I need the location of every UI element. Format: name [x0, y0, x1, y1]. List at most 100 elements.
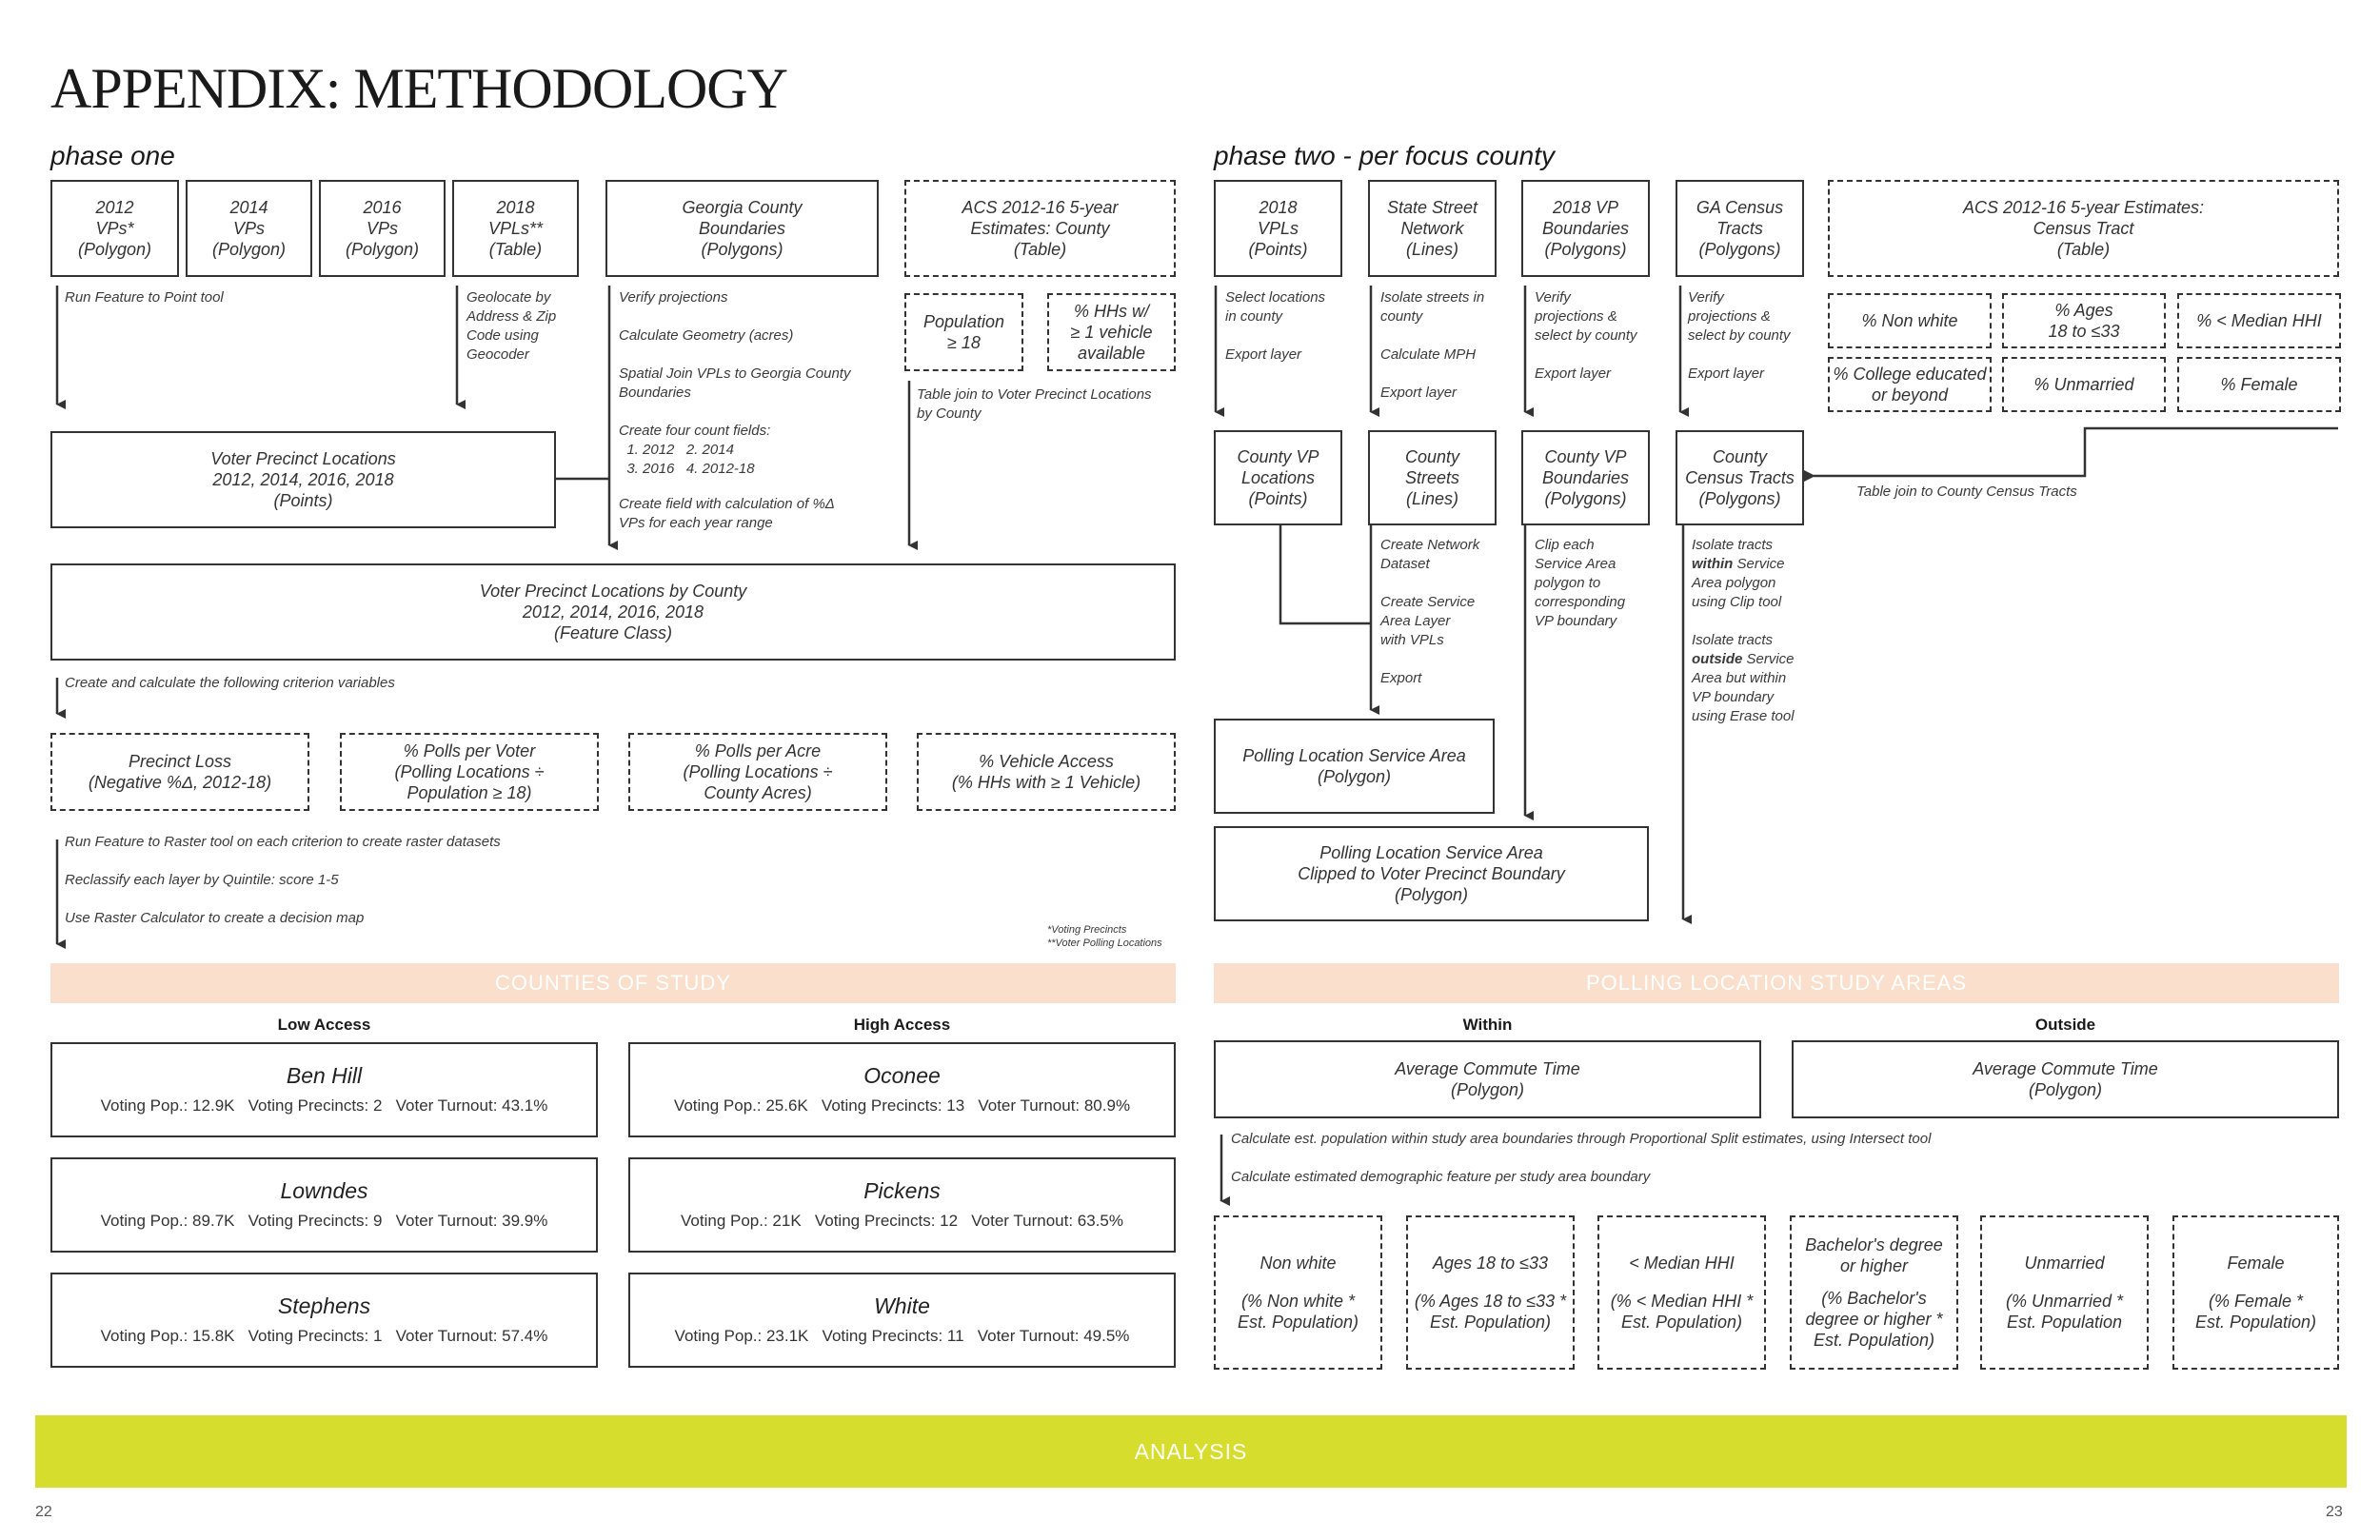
county-card-stephens: Stephens Voting Pop.: 15.8K Voting Preci… — [50, 1273, 598, 1368]
note-isolate-streets: Isolate streets in county Calculate MPH … — [1380, 289, 1485, 401]
note-table-join-tracts: Table join to County Census Tracts — [1856, 484, 2077, 500]
county-card-oconee: Oconee Voting Pop.: 25.6K Voting Precinc… — [628, 1042, 1176, 1137]
page-number-right: 23 — [2326, 1504, 2343, 1520]
source-street-network: State Street Network (Lines) — [1368, 180, 1497, 277]
within-commute-time: Average Commute Time (Polygon) — [1214, 1040, 1761, 1118]
county-card-white: White Voting Pop.: 23.1K Voting Precinct… — [628, 1273, 1176, 1368]
county-stats: Voting Pop.: 12.9K Voting Precincts: 2 V… — [100, 1096, 548, 1115]
demographic-median-hhi: < Median HHI (% < Median HHI * Est. Popu… — [1597, 1215, 1766, 1370]
note-geocode: Geolocate by Address & Zip Code using Ge… — [466, 289, 557, 363]
county-census-tracts: County Census Tracts (Polygons) — [1676, 430, 1804, 525]
demographic-formula: (% Non white * Est. Population) — [1237, 1292, 1359, 1332]
source-vps-2012: 2012 VPs* (Polygon) — [50, 180, 179, 277]
county-name: Ben Hill — [286, 1063, 363, 1088]
county-vp-locations: County VP Locations (Points) — [1214, 430, 1342, 525]
note-select-locations: Select locations in county Export layer — [1225, 289, 1326, 363]
source-vpls-2018: 2018 VPLs** (Table) — [452, 180, 579, 277]
phase-two-label: phase two - per focus county — [1214, 141, 1555, 170]
note-proportional-split: Calculate est. population within study a… — [1231, 1131, 1932, 1147]
source-acs-tract: ACS 2012-16 5-year Estimates: Census Tra… — [1828, 180, 2339, 277]
label-outside: Outside — [2034, 1016, 2096, 1034]
note-verify-vp: Verify projections & select by county Ex… — [1535, 289, 1637, 382]
county-stats: Voting Pop.: 25.6K Voting Precincts: 13 … — [673, 1096, 1131, 1115]
note-feature-to-point: Run Feature to Point tool — [65, 289, 224, 306]
line-vpl-to-network — [1279, 525, 1371, 625]
footnote-polling-locations: **Voter Polling Locations — [1047, 938, 1162, 949]
source-georgia-county: Georgia County Boundaries (Polygons) — [605, 180, 879, 277]
note-raster-calculator: Use Raster Calculator to create a decisi… — [65, 910, 365, 926]
demographic-non-white: Non white (% Non white * Est. Population… — [1214, 1215, 1382, 1370]
acs-tract-female: % Female — [2177, 357, 2341, 412]
source-vpls-2018-points: 2018 VPLs (Points) — [1214, 180, 1342, 277]
note-feature-to-raster: Run Feature to Raster tool on each crite… — [65, 834, 501, 850]
note-spatial-join: Spatial Join VPLs to Georgia County Boun… — [619, 365, 851, 401]
footnote-voting-precincts: *Voting Precincts — [1047, 924, 1127, 936]
note-demographic-feature: Calculate estimated demographic feature … — [1231, 1169, 1651, 1185]
county-name: Lowndes — [280, 1178, 368, 1203]
service-area: Polling Location Service Area (Polygon) — [1214, 719, 1495, 814]
label-low-access: Low Access — [277, 1016, 371, 1034]
demographic-unmarried: Unmarried (% Unmarried * Est. Population — [1980, 1215, 2149, 1370]
criterion-polls-per-voter: % Polls per Voter (Polling Locations ÷ P… — [340, 733, 599, 811]
band-study-areas: POLLING LOCATION STUDY AREAS — [1214, 963, 2339, 1003]
county-stats: Voting Pop.: 23.1K Voting Precincts: 11 … — [674, 1327, 1130, 1345]
acs-tract-college: % College educated or beyond — [1828, 357, 1992, 412]
demographic-name: Ages 18 to ≤33 — [1433, 1254, 1548, 1273]
note-table-join: Table join to Voter Precinct Locations b… — [917, 386, 1152, 422]
title-plain: APPENDIX: — [50, 57, 341, 120]
county-stats: Voting Pop.: 89.7K Voting Precincts: 9 V… — [100, 1212, 548, 1230]
source-census-tracts: GA Census Tracts (Polygons) — [1676, 180, 1804, 277]
page-title: APPENDIX: METHODOLOGY — [50, 55, 789, 122]
phase-one-label: phase one — [50, 141, 175, 170]
note-reclassify: Reclassify each layer by Quintile: score… — [65, 872, 339, 888]
county-name: Pickens — [863, 1178, 941, 1203]
note-network-dataset: Create Network Dataset Create Service Ar… — [1380, 537, 1480, 686]
note-criterion: Create and calculate the following crite… — [65, 675, 395, 691]
demographic-name: < Median HHI — [1629, 1254, 1735, 1273]
county-stats: Voting Pop.: 15.8K Voting Precincts: 1 V… — [100, 1327, 548, 1345]
acs-var-population: Population ≥ 18 — [904, 293, 1023, 371]
note-calc-geometry: Calculate Geometry (acres) — [619, 327, 794, 344]
demographic-ages: Ages 18 to ≤33 (% Ages 18 to ≤33 * Est. … — [1406, 1215, 1575, 1370]
acs-tract-unmarried: % Unmarried — [2002, 357, 2166, 412]
service-area-clipped: Polling Location Service Area Clipped to… — [1214, 826, 1649, 921]
source-acs-county: ACS 2012-16 5-year Estimates: County (Ta… — [904, 180, 1176, 277]
demographic-female: Female (% Female * Est. Population) — [2172, 1215, 2339, 1370]
demographic-formula: (% < Median HHI * Est. Population) — [1610, 1292, 1754, 1332]
note-verify-tracts: Verify projections & select by county Ex… — [1688, 289, 1791, 382]
title-highlight: METHODOLOGY — [353, 57, 789, 120]
note-clip-service: Clip each Service Area polygon to corres… — [1535, 537, 1626, 629]
demographic-bachelors: Bachelor's degree or higher (% Bachelor'… — [1790, 1215, 1958, 1370]
note-verify-projections: Verify projections — [619, 289, 728, 306]
source-vp-boundaries: 2018 VP Boundaries (Polygons) — [1521, 180, 1650, 277]
acs-tract-ages: % Ages 18 to ≤33 — [2002, 293, 2166, 348]
county-vp-boundaries: County VP Boundaries (Polygons) — [1521, 430, 1650, 525]
county-name: White — [874, 1293, 930, 1318]
demographic-formula: (% Female * Est. Population) — [2194, 1292, 2317, 1332]
acs-tract-median-hhi: % < Median HHI — [2177, 293, 2341, 348]
demographic-formula: (% Bachelor's degree or higher * Est. Po… — [1805, 1289, 1943, 1350]
label-high-access: High Access — [853, 1016, 951, 1034]
acs-var-vehicle: % HHs w/ ≥ 1 vehicle available — [1047, 293, 1176, 371]
voter-precinct-locations-by-county: Voter Precinct Locations by County 2012,… — [50, 563, 1176, 661]
demographic-formula: (% Ages 18 to ≤33 * Est. Population) — [1414, 1292, 1567, 1332]
note-count-fields: Create four count fields: 1. 2012 2. 201… — [619, 423, 771, 477]
band-counties-of-study: COUNTIES OF STUDY — [50, 963, 1176, 1003]
demographic-name: Non white — [1259, 1254, 1337, 1273]
county-name: Oconee — [863, 1063, 941, 1088]
demographic-name: Bachelor's degree or higher — [1805, 1235, 1943, 1275]
source-vps-2014: 2014 VPs (Polygon) — [186, 180, 312, 277]
county-name: Stephens — [277, 1293, 371, 1318]
acs-tract-non-white: % Non white — [1828, 293, 1992, 348]
county-card-pickens: Pickens Voting Pop.: 21K Voting Precinct… — [628, 1157, 1176, 1253]
criterion-precinct-loss: Precinct Loss (Negative %Δ, 2012-18) — [50, 733, 309, 811]
demographic-name: Female — [2227, 1254, 2285, 1273]
voter-precinct-locations: Voter Precinct Locations 2012, 2014, 201… — [50, 431, 556, 528]
note-pct-field: Create field with calculation of %Δ VPs … — [619, 496, 835, 531]
demographic-name: Unmarried — [2024, 1254, 2105, 1273]
county-card-ben-hill: Ben Hill Voting Pop.: 12.9K Voting Preci… — [50, 1042, 598, 1137]
page-number-left: 22 — [35, 1504, 52, 1520]
